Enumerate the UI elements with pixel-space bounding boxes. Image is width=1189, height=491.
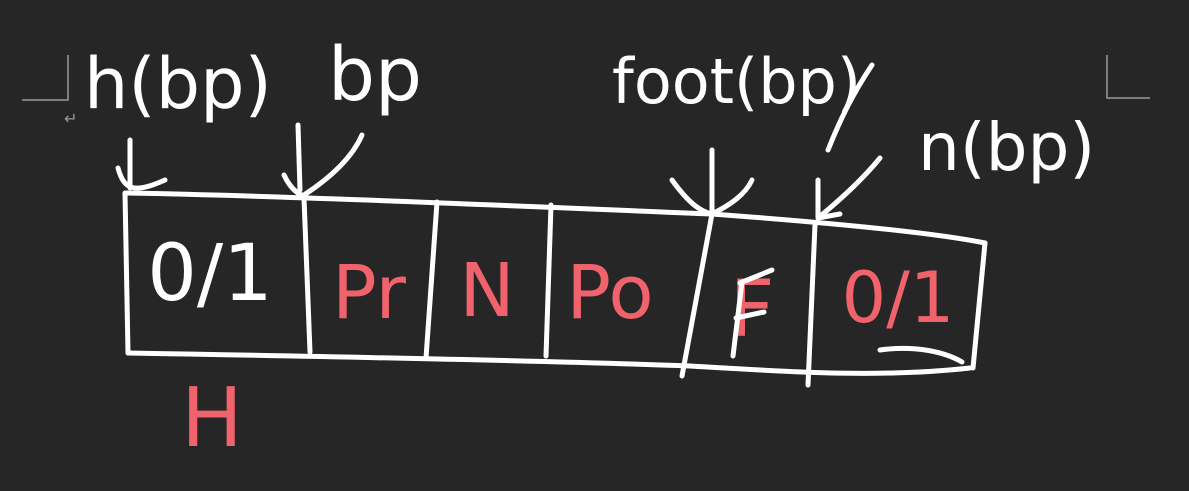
divider-3 — [543, 202, 554, 359]
cell-next: N — [459, 248, 514, 334]
block-bottom-edge — [125, 350, 973, 376]
cell-payload-text: Po — [566, 250, 653, 336]
page-corner-left — [22, 55, 69, 101]
arrow-footer-pointer — [669, 147, 755, 217]
block-right-edge — [970, 240, 988, 371]
cell-prev-text: Pr — [332, 250, 406, 336]
cell-prev: Pr — [332, 250, 406, 336]
divider-4 — [679, 211, 715, 379]
arrow-block-pointer — [281, 122, 365, 198]
label-header-pointer: h(bp) — [84, 43, 272, 125]
memory-block — [122, 190, 988, 376]
cell-header-text: 0/1 — [147, 229, 273, 319]
cell-header: 0/1 — [147, 229, 273, 319]
block-left-edge — [122, 190, 131, 356]
arrow-next-pointer — [815, 62, 883, 221]
divider-1 — [301, 195, 313, 355]
cell-next-text: N — [459, 248, 514, 334]
page-corner-right — [1106, 55, 1150, 99]
label-footer-pointer: foot(bp) — [612, 45, 861, 118]
cell-dividers — [301, 195, 818, 388]
cell-payload: Po — [566, 250, 653, 336]
cell-next-header: 0/1 — [842, 257, 955, 339]
label-header-H: H — [181, 371, 243, 466]
block-top-edge — [123, 190, 988, 246]
return-arrow-icon: ↵ — [64, 109, 77, 128]
label-next-pointer: n(bp) — [918, 109, 1095, 186]
cell-footer: F — [730, 265, 775, 359]
arrow-header-pointer — [115, 137, 168, 191]
label-block-pointer: bp — [328, 32, 422, 118]
last-cell-swoosh — [877, 345, 965, 365]
footer-white-f-stroke — [730, 267, 775, 359]
cell-next-header-text: 0/1 — [842, 257, 955, 339]
divider-2 — [423, 199, 440, 361]
divider-5 — [805, 222, 818, 388]
